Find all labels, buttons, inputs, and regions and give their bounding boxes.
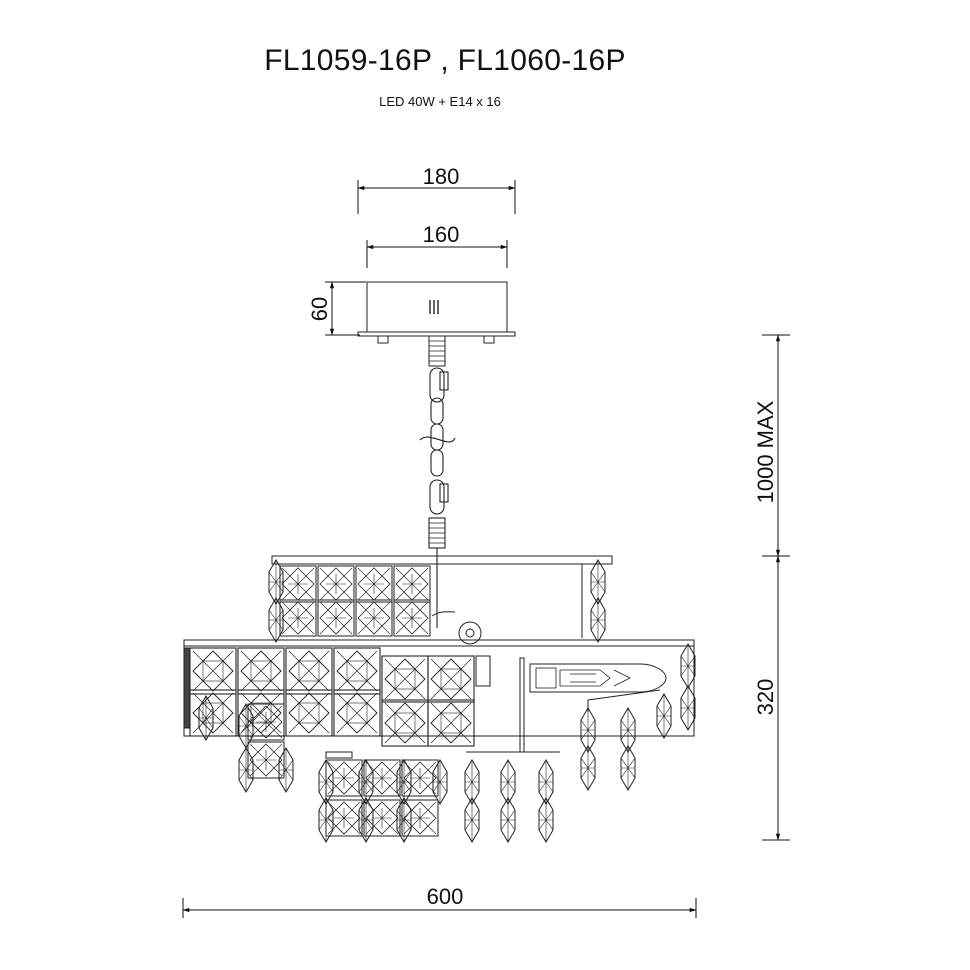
dimension-canopy-height: 60 [307, 281, 366, 336]
drawing-title: FL1059-16P , FL1060-16P [264, 44, 626, 77]
dimension-suspension: 1000 MAX [753, 334, 790, 557]
label-180: 180 [423, 164, 460, 189]
label-160: 160 [423, 222, 460, 247]
label-1000-max: 1000 MAX [753, 400, 778, 503]
label-60: 60 [307, 297, 332, 321]
dimension-canopy-outer: 180 [357, 164, 516, 214]
label-320: 320 [753, 679, 778, 716]
dimension-canopy-inner: 160 [366, 222, 508, 268]
dimension-body-height: 320 [753, 555, 790, 841]
top-tier [268, 555, 613, 645]
label-600: 600 [427, 884, 464, 909]
dimension-overall-width: 600 [182, 884, 697, 918]
suspension-chain [419, 367, 456, 628]
bottom-tier [238, 703, 636, 843]
drawing-subtitle: LED 40W + E14 x 16 [379, 94, 501, 109]
canopy [357, 281, 516, 367]
middle-tier [183, 639, 696, 753]
